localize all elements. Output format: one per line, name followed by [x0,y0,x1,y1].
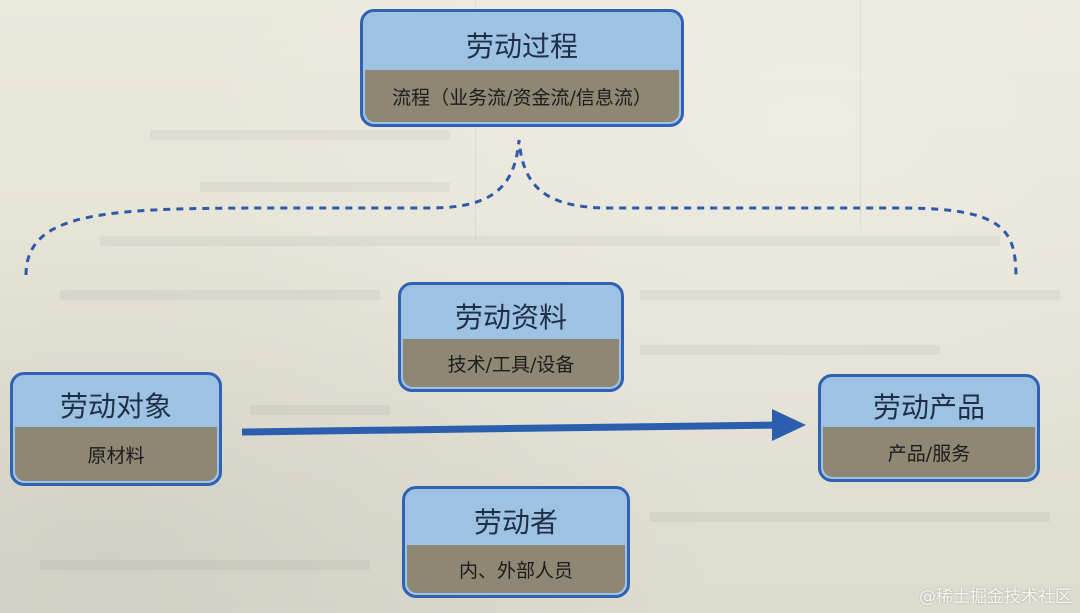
dashed-brace [24,139,1018,279]
object-title: 劳动对象 [59,390,172,423]
watermark: @稀土掘金技术社区 [919,587,1072,607]
process-subtitle: 流程（业务流/资金流/信息流） [365,70,679,122]
worker-subtitle: 内、外部人员 [407,545,625,593]
process-title: 劳动过程 [465,30,578,63]
bg-text-line [60,290,380,300]
product-subtitle: 产品/服务 [823,427,1035,477]
bg-text-line [650,512,1050,522]
bg-text-line [640,345,940,355]
worker-title: 劳动者 [473,506,558,539]
bg-text-line [200,182,450,192]
object-subtitle: 原材料 [15,427,217,481]
worker-box: 劳动者 内、外部人员 [402,486,630,598]
means-box: 劳动资料 技术/工具/设备 [398,282,624,392]
bg-text-line [100,236,1000,246]
bg-text-line [640,290,1060,300]
bg-text-line [150,130,450,140]
flow-arrow-head [772,409,806,441]
bg-text-line [250,405,390,415]
bg-text-line [40,560,370,570]
bg-rule [860,0,861,230]
product-title: 劳动产品 [872,391,985,424]
product-box: 劳动产品 产品/服务 [818,374,1040,482]
process-box: 劳动过程 流程（业务流/资金流/信息流） [360,9,684,127]
means-title: 劳动资料 [454,301,567,334]
means-subtitle: 技术/工具/设备 [403,339,619,387]
flow-arrow-line [241,421,781,436]
object-box: 劳动对象 原材料 [10,372,222,486]
